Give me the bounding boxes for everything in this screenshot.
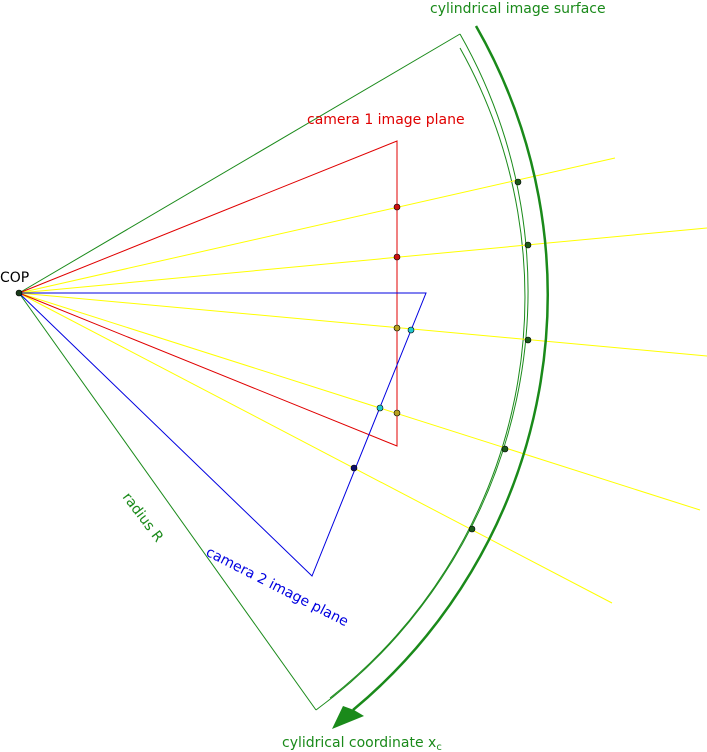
cylinder-point-5 — [468, 525, 476, 533]
camera-1-intersections — [393, 203, 401, 417]
outer-sector-arc — [315, 33, 529, 711]
coordinate-arrow-head — [332, 706, 364, 729]
camera-2-frustum — [18, 292, 427, 577]
ray-3 — [18, 292, 707, 357]
camera-1-label: camera 1 image plane — [307, 112, 465, 128]
projection-rays — [18, 157, 707, 604]
cylinder-point-3 — [524, 336, 532, 344]
ray-2 — [18, 227, 707, 294]
coordinate-label-subscript: c — [436, 742, 442, 752]
ray-5 — [18, 292, 613, 604]
camera-2-intersections — [350, 326, 415, 472]
ray-4 — [18, 292, 701, 511]
sector-bottom-edge — [18, 292, 317, 711]
cylinder-point-2 — [524, 241, 532, 249]
coordinate-label: cylidrical coordinate xc — [282, 735, 442, 752]
cylinder-sector — [18, 33, 529, 711]
camera-2-outline — [18, 292, 427, 577]
camera-2-point-3 — [350, 464, 358, 472]
cop-point — [15, 289, 23, 297]
camera-1-point-1 — [393, 203, 401, 211]
cop-label: COP — [0, 270, 29, 286]
camera-1-point-2 — [393, 253, 401, 261]
camera-2-label: camera 2 image plane — [203, 544, 351, 630]
camera-1-point-4 — [393, 409, 401, 417]
coordinate-arrow-arc — [352, 25, 549, 711]
surface-label: cylindrical image surface — [430, 1, 606, 17]
coordinate-arrow — [332, 25, 549, 729]
cylindrical-surface-arc — [329, 47, 526, 699]
camera-1-point-3 — [393, 324, 401, 332]
cylinder-point-4 — [501, 445, 509, 453]
coordinate-label-text: cylidrical coordinate x — [282, 735, 436, 751]
cylinder-intersections — [468, 178, 532, 533]
radius-label: radius R — [119, 490, 167, 546]
camera-2-point-1 — [407, 326, 415, 334]
camera-2-point-2 — [376, 404, 384, 412]
ray-1 — [18, 157, 616, 294]
cylinder-point-1 — [514, 178, 522, 186]
sector-top-edge — [18, 33, 461, 294]
